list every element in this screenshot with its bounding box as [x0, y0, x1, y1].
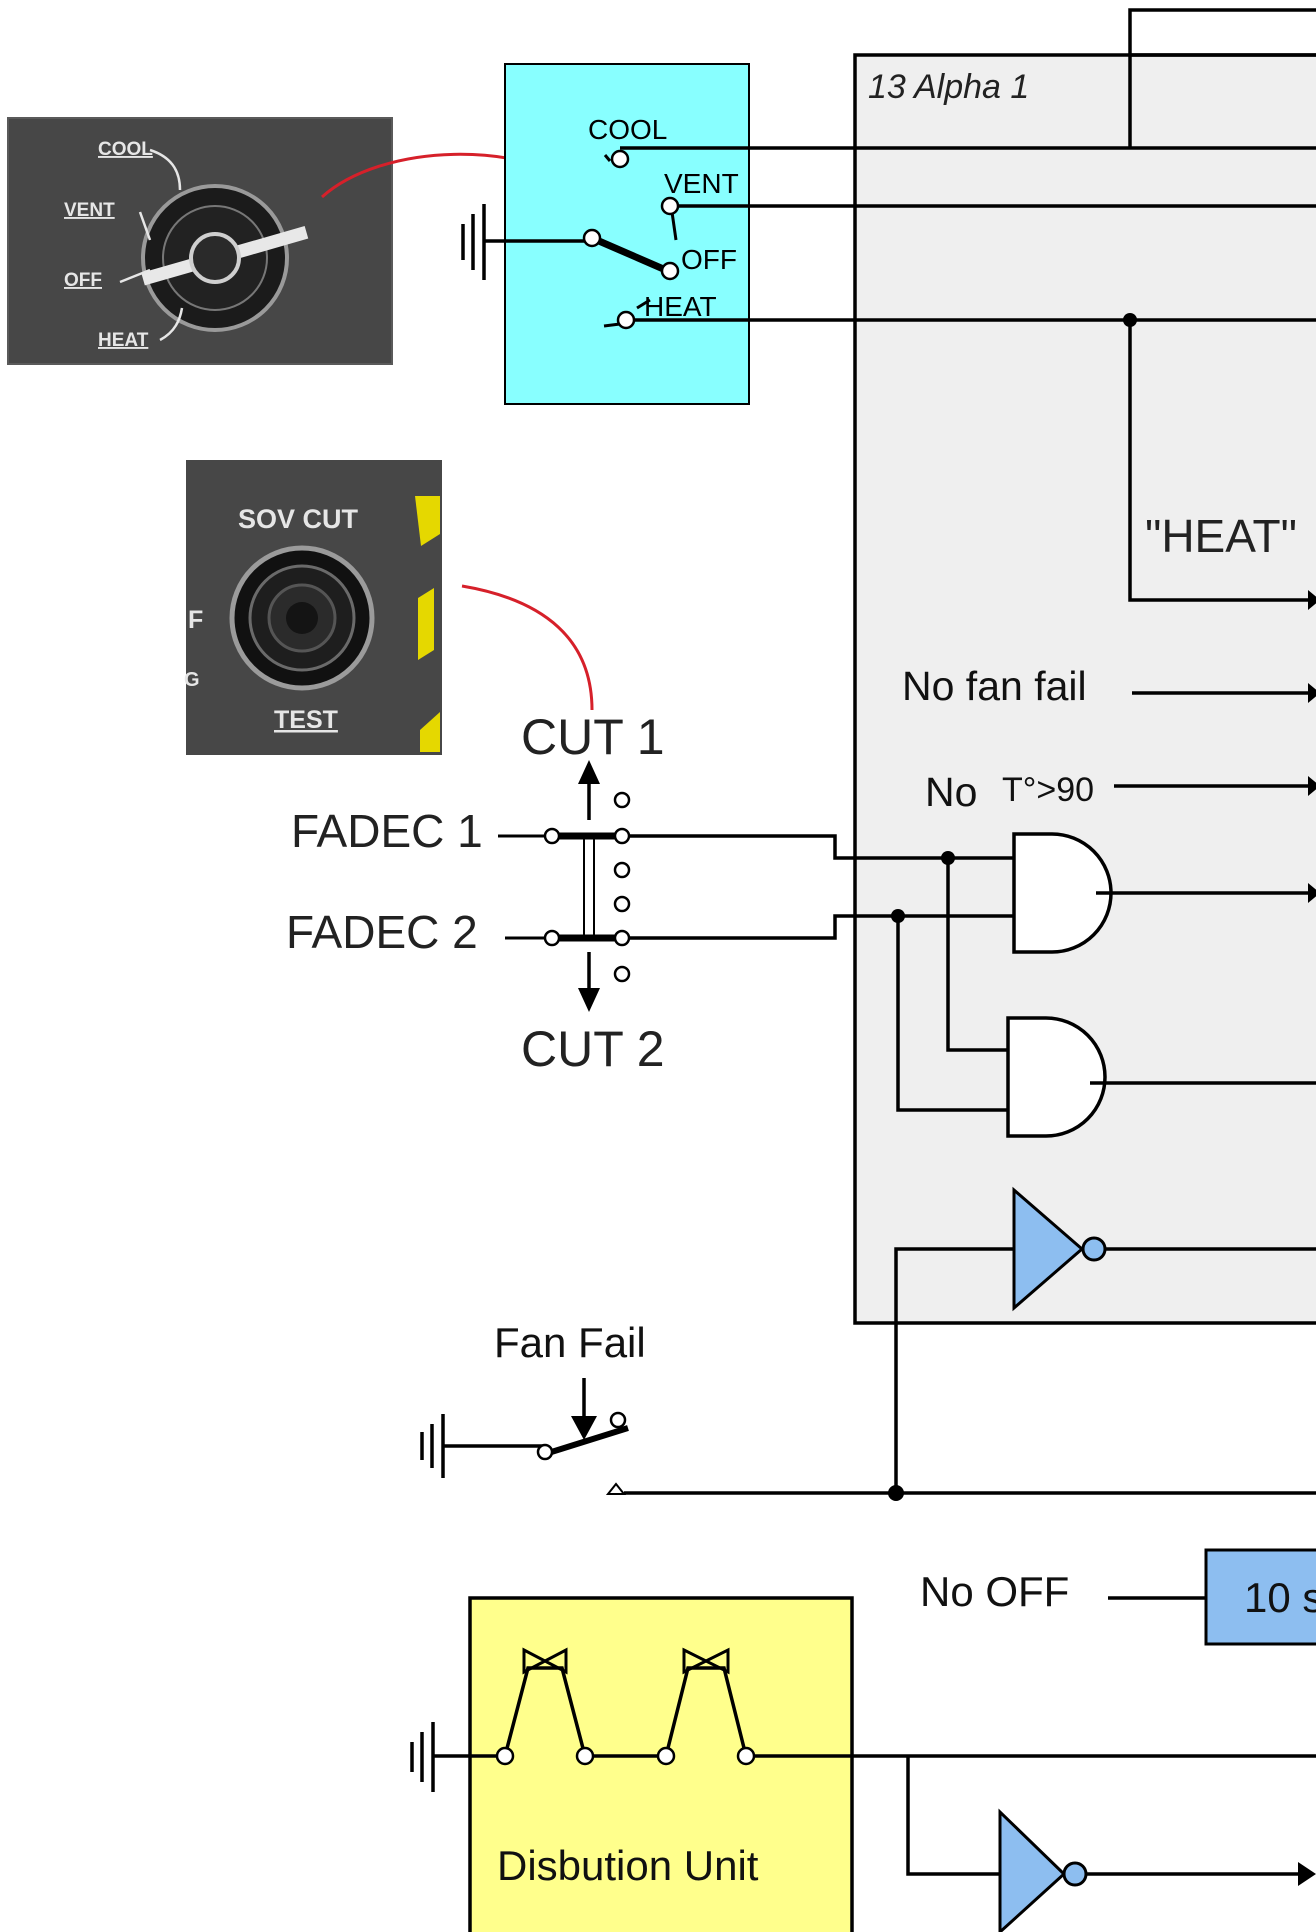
- and-gate-1: [1012, 832, 1113, 954]
- heater-element-2: [664, 1647, 748, 1757]
- block-title: 13 Alpha 1: [868, 68, 1029, 106]
- fan-fail-contact: [544, 1425, 629, 1457]
- sov-pointer-line: [461, 584, 594, 711]
- selector-switch-box: [504, 63, 750, 405]
- fadec1-label: FADEC 1: [291, 805, 483, 857]
- heater-element-1: [503, 1647, 587, 1757]
- timer-box: [1204, 1548, 1316, 1646]
- timer-label: 10 s: [1244, 1574, 1316, 1621]
- cut1-arrow-icon: [578, 760, 600, 784]
- cut1-label: CUT 1: [521, 709, 665, 765]
- terminal-heat: [616, 310, 636, 330]
- fan-fail-ground-icon: [420, 1414, 445, 1478]
- cut2-label: CUT 2: [521, 1021, 665, 1077]
- terminal-off: [660, 261, 680, 281]
- terminal-cool: [610, 149, 630, 169]
- top-bus: [1128, 8, 1316, 148]
- photo-label-vent: VENT: [64, 200, 115, 221]
- sov-panel-bottom-label: TEST: [274, 706, 338, 734]
- temp-condition-label: T°>90: [1002, 771, 1094, 809]
- switch-pos-vent: VENT: [664, 168, 739, 199]
- fadec2-label: FADEC 2: [286, 906, 478, 958]
- cut2-arrow-icon: [578, 988, 600, 1012]
- switch-pos-off: OFF: [681, 244, 737, 275]
- fan-fail-label: Fan Fail: [494, 1319, 646, 1366]
- sov-panel-fragment-f: F: [188, 606, 203, 634]
- selector-lever: [590, 234, 670, 275]
- terminal-common: [582, 228, 602, 248]
- no-off-label: No OFF: [920, 1568, 1069, 1615]
- switch-pos-heat: HEAT: [644, 291, 717, 322]
- photo-label-cool: COOL: [98, 139, 153, 160]
- photo-label-off: OFF: [64, 270, 102, 291]
- distribution-unit-label: Disbution Unit: [497, 1842, 759, 1889]
- selector-photo: COOL VENT OFF HEAT: [7, 117, 393, 365]
- sov-panel-fragment-g: G: [184, 669, 200, 691]
- inverter-dist: [998, 1808, 1067, 1932]
- ground-icon: [461, 204, 486, 280]
- no-fan-fail-label: No fan fail: [902, 663, 1087, 709]
- heat-signal-label: "HEAT": [1145, 510, 1297, 562]
- sov-cut-photo: SOV CUT TEST F G: [184, 460, 442, 755]
- terminal-vent: [660, 196, 680, 216]
- switch-pos-cool: COOL: [588, 114, 667, 145]
- fan-fail-arrow-icon: [571, 1416, 597, 1440]
- and-gate-2: [1006, 1016, 1107, 1138]
- photo-label-heat: HEAT: [98, 330, 149, 351]
- sov-panel-top-label: SOV CUT: [238, 504, 359, 534]
- no-temp-prefix: No: [925, 769, 977, 815]
- dist-ground-icon: [410, 1722, 435, 1792]
